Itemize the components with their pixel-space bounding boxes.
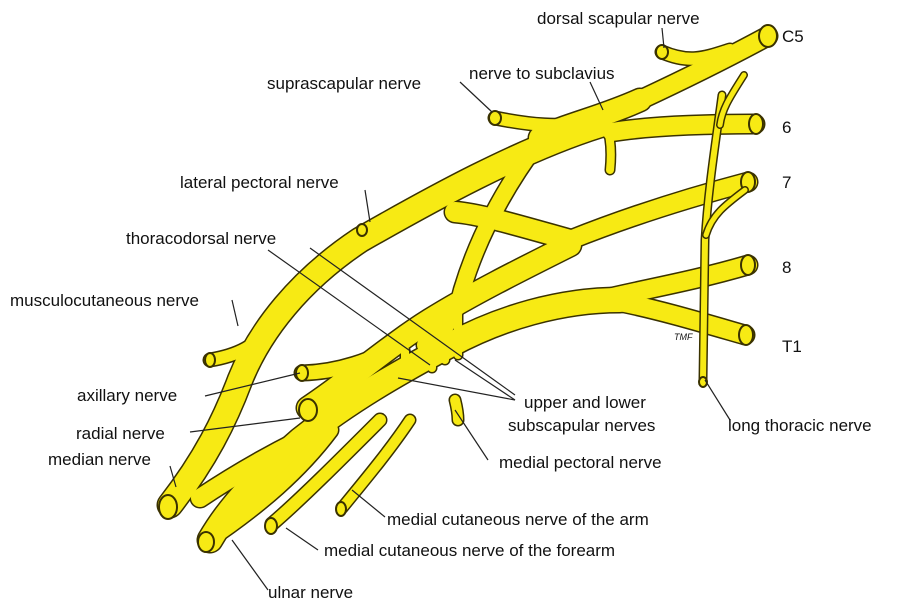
arm-cut-end [336, 502, 346, 516]
label-ulnar-nerve: ulnar nerve [268, 583, 353, 602]
label-long-thoracic-nerve: long thoracic nerve [728, 416, 872, 435]
c6-root-nerve [612, 124, 755, 132]
label-lateral-pectoral-nerve: lateral pectoral nerve [180, 173, 339, 192]
forearm-cut-end [265, 518, 277, 534]
suprascapular-nerve [495, 118, 590, 125]
radial-cut-end [299, 399, 317, 421]
label-median-nerve: median nerve [48, 450, 151, 469]
label-subscapular-nerves-line2: subscapular nerves [508, 416, 655, 435]
label-thoracodorsal-nerve: thoracodorsal nerve [126, 229, 276, 248]
ulnar-cut-end [198, 532, 214, 552]
artist-signature: TMF [674, 332, 693, 342]
root-label-c8: 8 [782, 258, 791, 277]
label-medial-cutaneous-nerve-forearm: medial cutaneous nerve of the forearm [324, 541, 615, 560]
c6-cut-end [749, 114, 763, 134]
label-dorsal-scapular-nerve: dorsal scapular nerve [537, 9, 700, 28]
label-medial-cutaneous-nerve-arm: medial cutaneous nerve of the arm [387, 510, 649, 529]
label-axillary-nerve: axillary nerve [77, 386, 177, 405]
label-medial-pectoral-nerve: medial pectoral nerve [499, 453, 662, 472]
c5-cut-end [759, 25, 777, 47]
label-musculocutaneous-nerve: musculocutaneous nerve [10, 291, 199, 310]
musculocutaneous-cut-end [205, 353, 215, 367]
label-suprascapular-nerve: suprascapular nerve [267, 74, 421, 93]
dorsal-scapular-cut-end [656, 45, 668, 59]
label-radial-nerve: radial nerve [76, 424, 165, 443]
c8-cut-end [741, 255, 755, 275]
root-label-c6: 6 [782, 118, 791, 137]
nerve-to-subclavius-nerve [606, 125, 611, 170]
root-label-c5: C5 [782, 27, 804, 46]
lateral-pectoral-cut-end [357, 224, 367, 236]
median-cut-end [159, 495, 177, 519]
suprascapular-cut-end [489, 111, 501, 125]
nerve-network [159, 25, 777, 552]
label-nerve-to-subclavius: nerve to subclavius [469, 64, 615, 83]
root-labels: C5 6 7 8 T1 [782, 27, 804, 356]
t1-cut-end [739, 325, 753, 345]
label-subscapular-nerves-line1: upper and lower [524, 393, 646, 412]
nerve-fills [170, 36, 768, 540]
root-label-t1: T1 [782, 337, 802, 356]
root-label-c7: 7 [782, 173, 791, 192]
